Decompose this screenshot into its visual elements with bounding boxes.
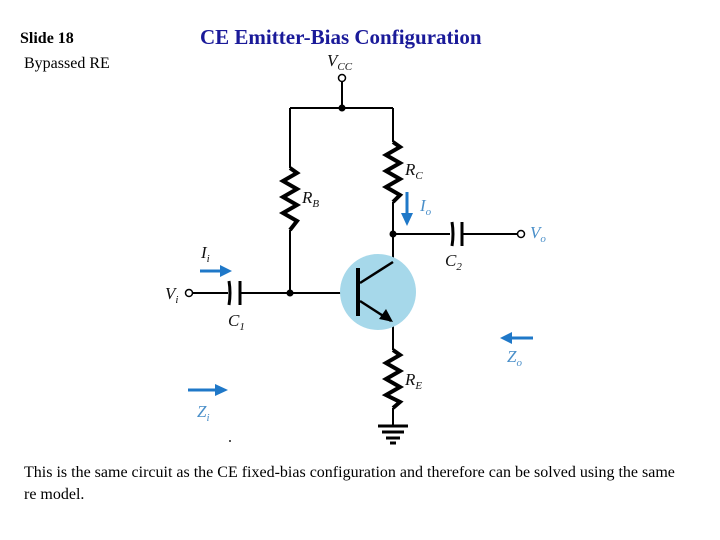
ii-label: Ii <box>200 243 210 265</box>
rc-label: RC <box>404 160 423 182</box>
io-label: Io <box>419 196 432 218</box>
zi-arrow <box>188 384 228 396</box>
ground-icon <box>378 424 408 445</box>
slide-subtitle: Bypassed RE <box>24 55 110 72</box>
c1-capacitor <box>227 280 242 306</box>
slide-caption: This is the same circuit as the CE fixed… <box>24 464 675 503</box>
zo-label: Zo <box>507 347 522 369</box>
vcc-label: VCC <box>327 51 353 73</box>
rb-label: RB <box>301 188 319 210</box>
transistor-body <box>340 254 416 330</box>
vi-label: Vi <box>165 284 178 306</box>
vi-terminal <box>184 288 194 298</box>
ii-arrow <box>200 265 232 277</box>
rb-resistor <box>278 166 302 232</box>
vo-label: Vo <box>530 223 546 245</box>
re-label: RE <box>404 370 422 392</box>
rc-resistor <box>381 140 405 204</box>
slide-title: CE Emitter-Bias Configuration <box>200 25 482 49</box>
vcc-terminal <box>337 73 347 83</box>
io-arrow <box>401 192 413 226</box>
circuit-wires <box>192 82 518 425</box>
slide-number: Slide 18 <box>20 30 74 47</box>
c2-label: C2 <box>445 251 462 273</box>
junction-dot <box>389 230 397 238</box>
junction-dot <box>286 289 294 297</box>
junction-dot <box>338 104 346 112</box>
emitter-arrow <box>379 309 393 322</box>
circuit-diagram: VCC RC RB Io Vo C2 Ii Vi C1 RE Zo Zi <box>165 51 546 445</box>
zo-arrow <box>500 332 533 344</box>
c2-capacitor <box>450 221 464 247</box>
c1-label: C1 <box>228 311 245 333</box>
vo-terminal <box>516 229 526 239</box>
re-resistor <box>381 348 405 410</box>
zi-label: Zi <box>197 402 210 424</box>
